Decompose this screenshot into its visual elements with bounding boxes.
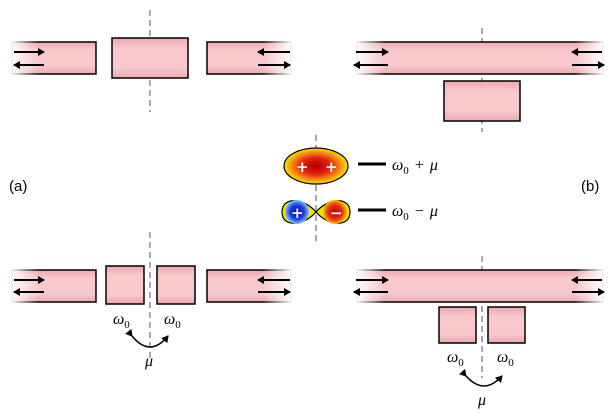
cavity-left-frequency: ω0 <box>113 311 130 331</box>
bottom-left-setup: ω0 ω0 μ <box>10 232 293 370</box>
panel-label-a: (a) <box>9 178 27 195</box>
symmetric-frequency-label: ω0+μ <box>392 157 438 177</box>
cavity-right-frequency: ω0 <box>164 311 181 331</box>
negative-lobe <box>285 200 309 224</box>
mode-illustration: + + ω0+μ + − ω0−μ <box>281 135 438 243</box>
cavity-left <box>105 265 145 305</box>
coupling-arrow <box>125 328 169 348</box>
minus-sign: − <box>330 204 343 222</box>
bottom-right-setup: ω0 ω0 μ <box>353 256 605 409</box>
coupling-arrow <box>459 368 503 387</box>
cavity-right-frequency: ω0 <box>497 349 514 369</box>
symmetric-mode: + + ω0+μ <box>283 147 438 185</box>
plus-sign-left: + <box>296 158 309 176</box>
cavity-left-frequency: ω0 <box>447 349 464 369</box>
antisymmetric-frequency-label: ω0−μ <box>392 203 438 223</box>
antisymmetric-mode: + − ω0−μ <box>281 200 438 224</box>
side-cavity <box>443 80 521 122</box>
coupling-label: μ <box>477 392 486 409</box>
center-cavity <box>111 37 189 79</box>
bus-waveguide <box>356 269 604 303</box>
symmetric-field-profile <box>283 147 349 185</box>
panel-label-b: (b) <box>581 178 599 195</box>
plus-sign-right: + <box>325 158 338 176</box>
positive-lobe <box>323 200 347 224</box>
coupling-label: μ <box>144 353 153 370</box>
bus-waveguide <box>356 41 604 75</box>
top-left-setup <box>10 10 293 112</box>
cavity-left <box>438 306 477 344</box>
top-right-setup <box>353 28 605 132</box>
cavity-right <box>487 306 526 344</box>
plus-sign: + <box>291 204 304 222</box>
cavity-right <box>156 265 196 305</box>
